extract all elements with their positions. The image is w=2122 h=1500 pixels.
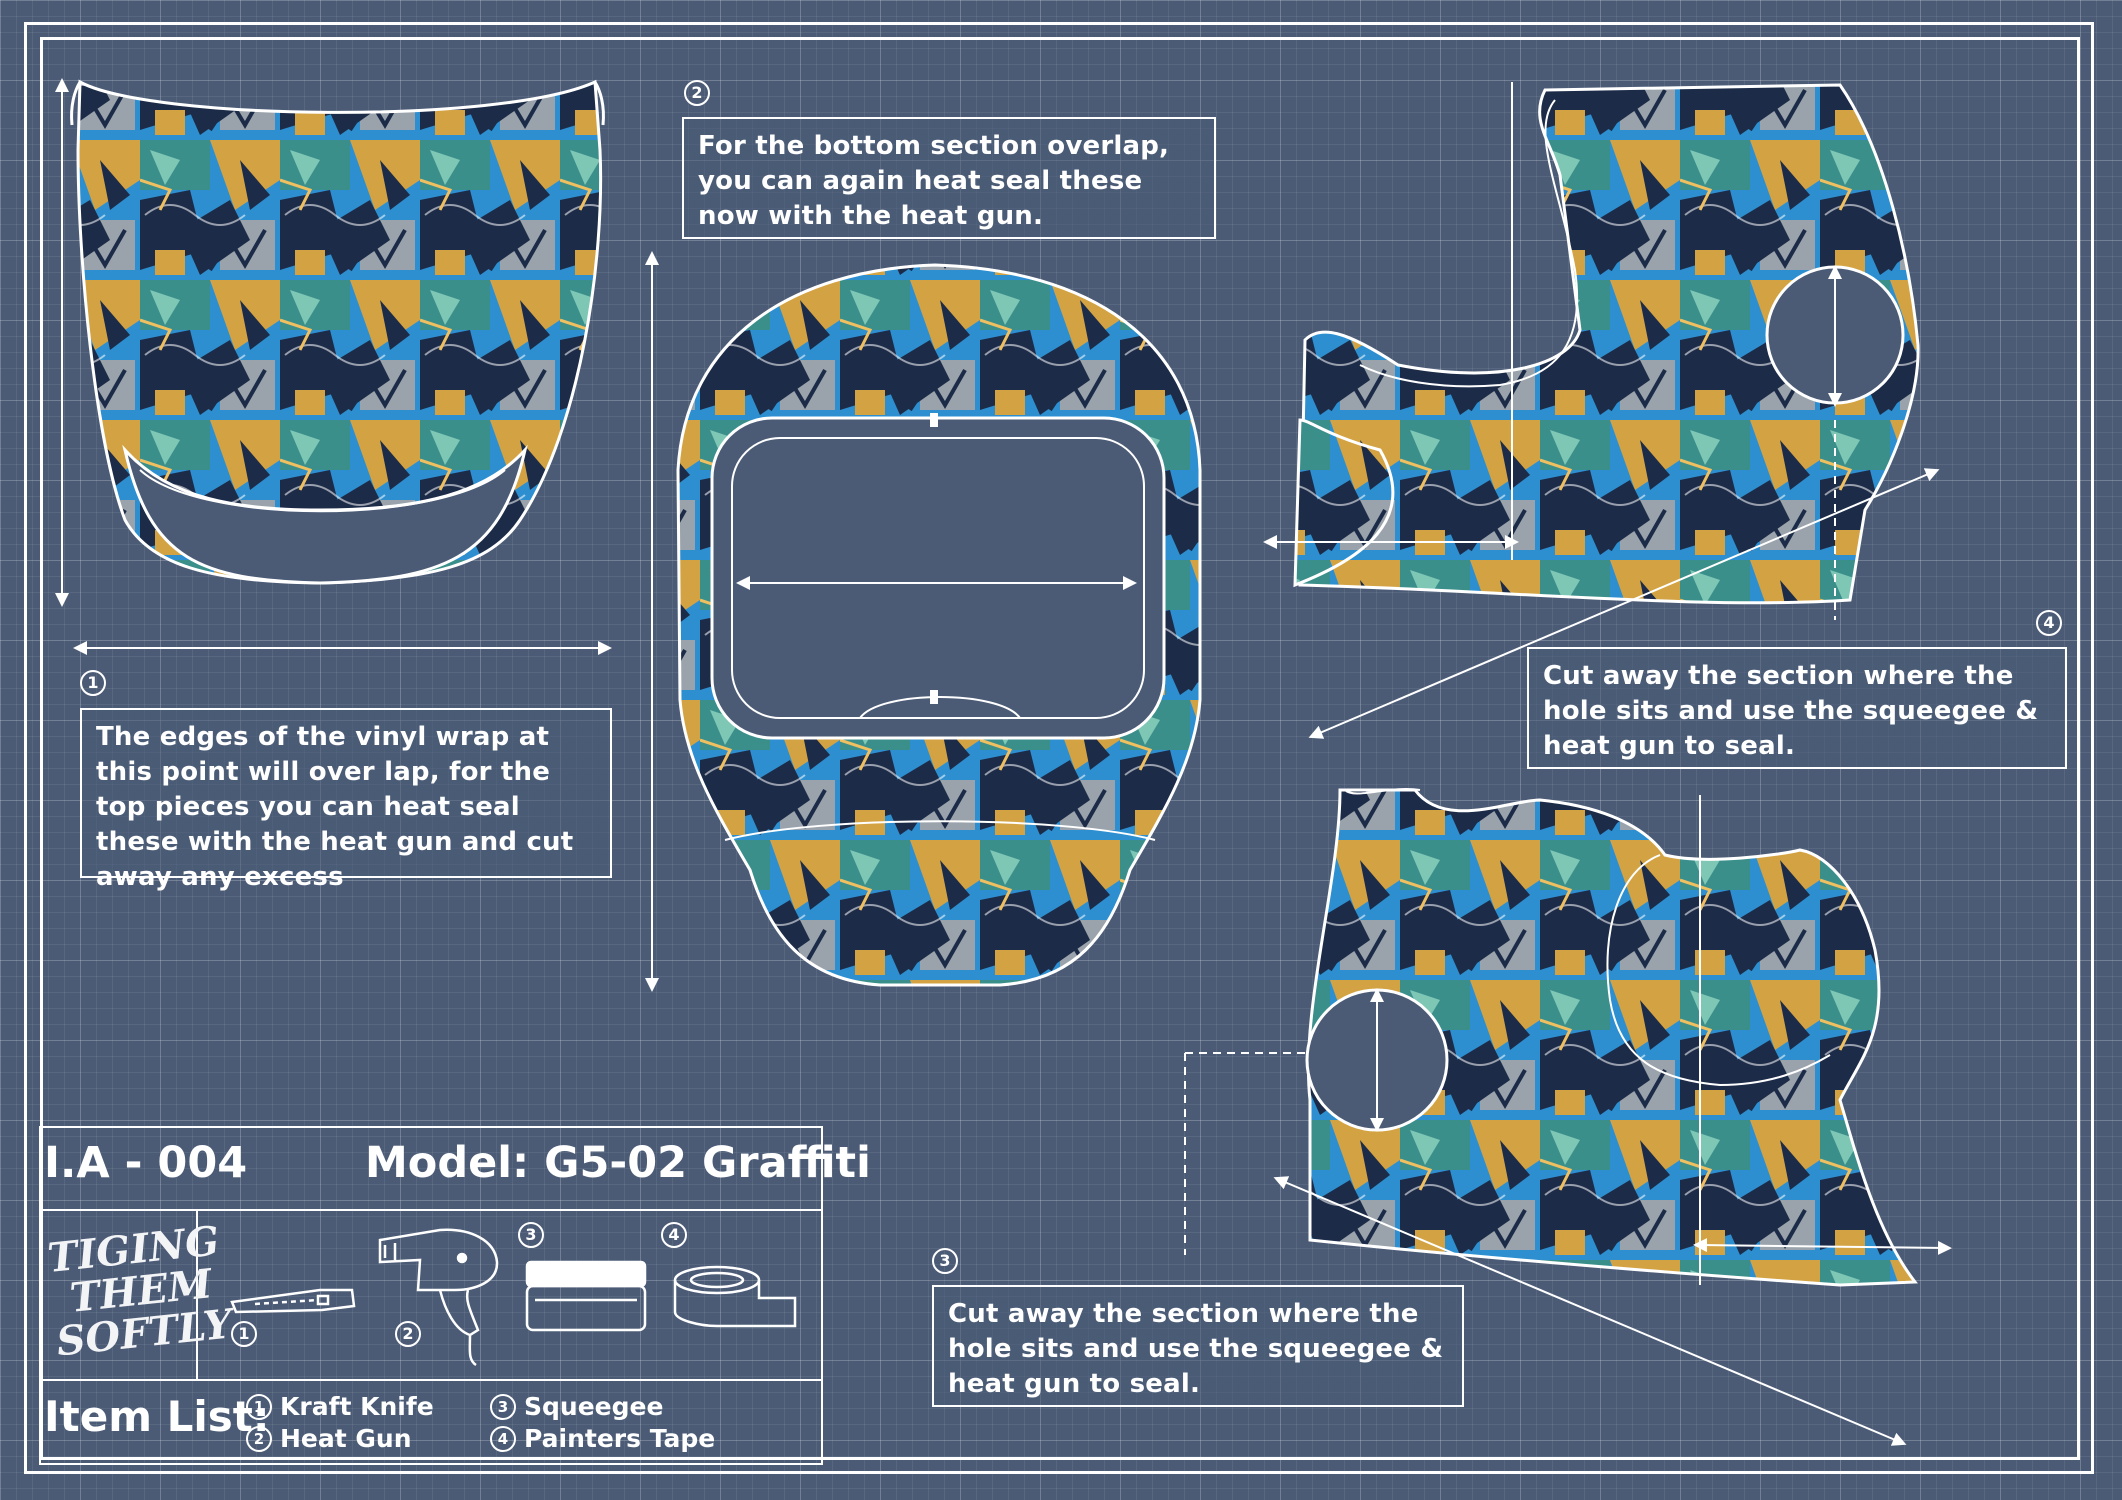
model-name: Model: G5-02 Graffiti bbox=[365, 1138, 871, 1188]
item-3-label: Squeegee bbox=[524, 1392, 664, 1421]
side-length-lower bbox=[1273, 1176, 1907, 1446]
note-3-marker: 3 bbox=[932, 1248, 958, 1274]
item-heat-gun: 2 Heat Gun bbox=[246, 1424, 412, 1453]
note-1-text: The edges of the vinyl wrap at this poin… bbox=[96, 722, 574, 892]
note-3-text: Cut away the section where the hole sits… bbox=[948, 1299, 1444, 1399]
item-4-label: Painters Tape bbox=[524, 1424, 716, 1453]
side-length-upper bbox=[1308, 468, 1940, 739]
item-1-label: Kraft Knife bbox=[280, 1392, 434, 1421]
top-visor-piece bbox=[70, 79, 605, 585]
outer-border bbox=[24, 22, 2094, 1474]
note-2-text: For the bottom section overlap, you can … bbox=[698, 131, 1170, 231]
item-4-marker: 4 bbox=[490, 1425, 516, 1452]
side-piece-right bbox=[1293, 82, 1920, 605]
item-painters-tape: 4 Painters Tape bbox=[490, 1424, 715, 1453]
squeegee-icon bbox=[525, 1260, 647, 1332]
item-3-marker: 3 bbox=[490, 1393, 516, 1420]
brand-logo: TIGING THEM SOFTLY bbox=[46, 1217, 235, 1365]
note-4: Cut away the section where the hole sits… bbox=[1527, 647, 2067, 769]
note-3: Cut away the section where the hole sits… bbox=[932, 1285, 1464, 1407]
inner-border bbox=[40, 37, 2080, 1460]
note-4-text: Cut away the section where the hole sits… bbox=[1543, 661, 2039, 761]
item-squeegee: 3 Squeegee bbox=[490, 1392, 663, 1421]
note-2-marker: 2 bbox=[684, 80, 710, 106]
note-1-marker: 1 bbox=[80, 670, 106, 696]
item-2-marker: 2 bbox=[246, 1425, 272, 1452]
item-kraft-knife: 1 Kraft Knife bbox=[246, 1392, 434, 1421]
item-list-heading: Item List: bbox=[44, 1392, 270, 1441]
note-2: For the bottom section overlap, you can … bbox=[682, 117, 1216, 239]
tool-number-2: 2 bbox=[395, 1321, 421, 1347]
kraft-knife-icon bbox=[230, 1288, 356, 1314]
sheet-id: I.A - 004 bbox=[44, 1138, 248, 1188]
tool-number-3: 3 bbox=[518, 1222, 544, 1248]
side-piece-left bbox=[1305, 788, 1918, 1287]
painters-tape-icon bbox=[673, 1265, 797, 1328]
item-1-marker: 1 bbox=[246, 1393, 272, 1420]
heat-gun-icon bbox=[378, 1228, 499, 1367]
note-4-marker: 4 bbox=[2036, 610, 2062, 636]
title-block-lines bbox=[39, 1126, 823, 1465]
tool-number-1: 1 bbox=[231, 1321, 257, 1347]
note-1: The edges of the vinyl wrap at this poin… bbox=[80, 708, 612, 892]
front-face-piece bbox=[676, 263, 1202, 987]
item-2-label: Heat Gun bbox=[280, 1424, 412, 1453]
tool-number-4: 4 bbox=[661, 1222, 687, 1248]
